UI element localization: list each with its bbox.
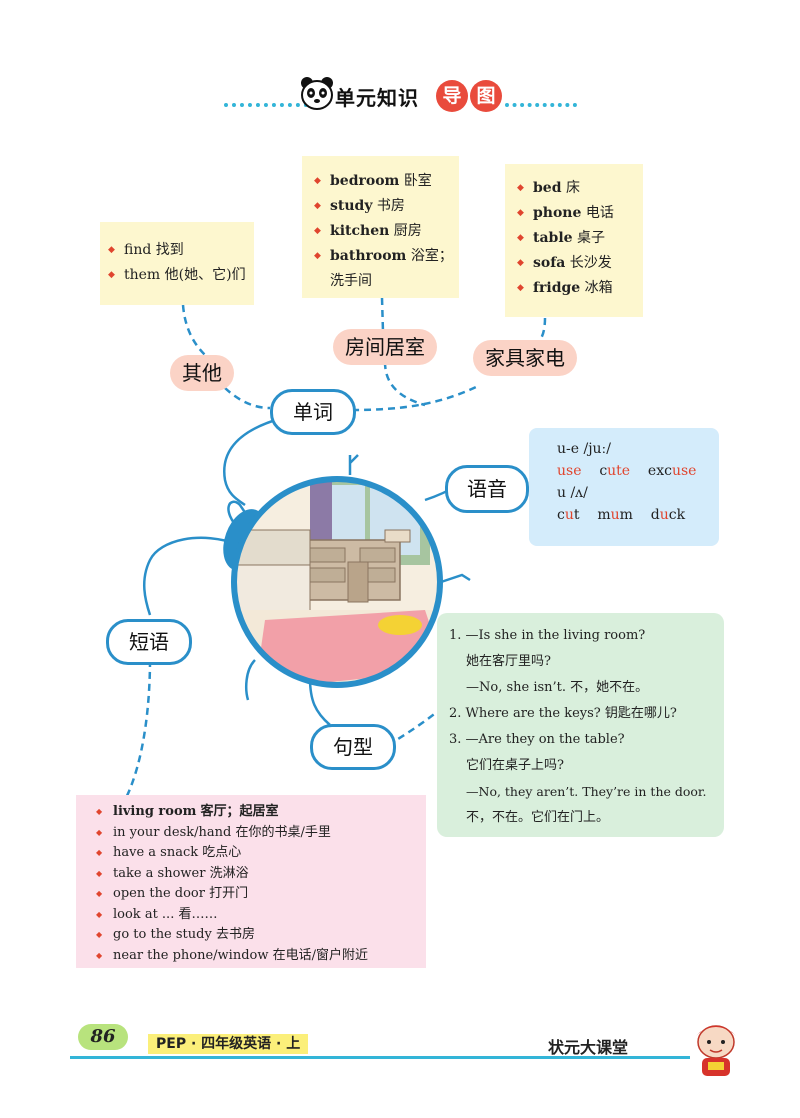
- label-phrases: 短语: [106, 619, 192, 665]
- list-item: fridge 冰箱: [517, 276, 643, 301]
- sentence-line: 1. —Is she in the living room?: [449, 628, 646, 643]
- footer-rule: [70, 1056, 690, 1059]
- list-item: in your desk/hand 在你的书桌/手里: [96, 823, 426, 844]
- label-phonics: 语音: [445, 465, 529, 513]
- sentence-line: —No, they aren’t. They’re in the door.: [466, 784, 707, 799]
- brand-name: 状元大课堂: [548, 1038, 629, 1057]
- phonics-word-use: use: [557, 463, 582, 479]
- rooms-box: bedroom 卧室 study 书房 kitchen 厨房 bathroom …: [302, 156, 459, 298]
- phonics-word-cut: cut: [557, 507, 580, 523]
- sentence-line: 它们在桌子上吗?: [466, 758, 564, 773]
- sentence-line: —No, she isn’t. 不，她不在。: [466, 680, 649, 695]
- list-item: open the door 打开门: [96, 884, 426, 905]
- list-item: go to the study 去书房: [96, 925, 426, 946]
- sentence-line: 2. Where are the keys? 钥匙在哪儿?: [449, 706, 677, 721]
- list-item: sofa 长沙发: [517, 251, 643, 276]
- header-dots-right: [505, 103, 577, 107]
- label-words: 单词: [270, 389, 356, 435]
- list-item: study 书房: [314, 194, 459, 219]
- header-badge-1: 导: [436, 80, 468, 112]
- sentences-panel: 1. —Is she in the living room? 她在客厅里吗? —…: [437, 613, 724, 837]
- label-furniture: 家具家电: [473, 340, 577, 376]
- list-item: phone 电话: [517, 201, 643, 226]
- others-box: find 找到 them 他(她、它)们: [100, 222, 254, 305]
- bedroom-illustration: [223, 476, 443, 688]
- label-rooms: 房间居室: [333, 329, 437, 365]
- list-item: bed 床: [517, 176, 643, 201]
- list-item: near the phone/window 在电话/窗户附近: [96, 946, 426, 967]
- sentence-line: 3. —Are they on the table?: [449, 732, 625, 747]
- list-item: look at ... 看……: [96, 905, 426, 926]
- mascot-icon: [696, 1025, 736, 1076]
- phonics-panel: u-e /juː/ use cute excuse u /ʌ/ cut mum …: [529, 428, 719, 546]
- phonics-word-duck: duck: [650, 507, 686, 523]
- label-sentences: 句型: [310, 724, 396, 770]
- header-dots-left: [224, 103, 316, 107]
- phonics-word-excuse: excuse: [647, 463, 697, 479]
- list-item: find 找到: [108, 238, 254, 263]
- book-title: PEP · 四年级英语 · 上: [148, 1034, 309, 1054]
- furniture-box: bed 床 phone 电话 table 桌子 sofa 长沙发 fridge …: [505, 164, 643, 317]
- phonics-line1: u-e /juː/: [557, 441, 611, 457]
- phonics-line2: u /ʌ/: [557, 485, 588, 501]
- list-item: kitchen 厨房: [314, 219, 459, 244]
- list-item: have a snack 吃点心: [96, 843, 426, 864]
- list-item: bedroom 卧室: [314, 169, 459, 194]
- sentence-line: 不，不在。它们在门上。: [466, 810, 610, 825]
- list-item: take a shower 洗淋浴: [96, 864, 426, 885]
- panda-icon: [301, 77, 333, 110]
- phonics-words1: use cute excuse: [557, 460, 719, 482]
- list-item: bathroom 浴室；: [314, 244, 459, 269]
- phrases-panel: living room 客厅；起居室 in your desk/hand 在你的…: [76, 795, 426, 968]
- sentence-line: 她在客厅里吗?: [466, 654, 551, 669]
- header-badge-2: 图: [470, 80, 502, 112]
- list-item: living room 客厅；起居室: [96, 802, 426, 823]
- phonics-word-mum: mum: [597, 507, 633, 523]
- page-number: 86: [78, 1024, 128, 1050]
- label-others: 其他: [170, 355, 234, 391]
- list-item: table 桌子: [517, 226, 643, 251]
- phonics-words2: cut mum duck: [557, 504, 719, 526]
- phonics-word-cute: cute: [599, 463, 631, 479]
- rooms-extra-line: 洗手间: [330, 273, 372, 289]
- list-item: them 他(她、它)们: [108, 263, 254, 288]
- header-title: 单元知识: [335, 86, 419, 110]
